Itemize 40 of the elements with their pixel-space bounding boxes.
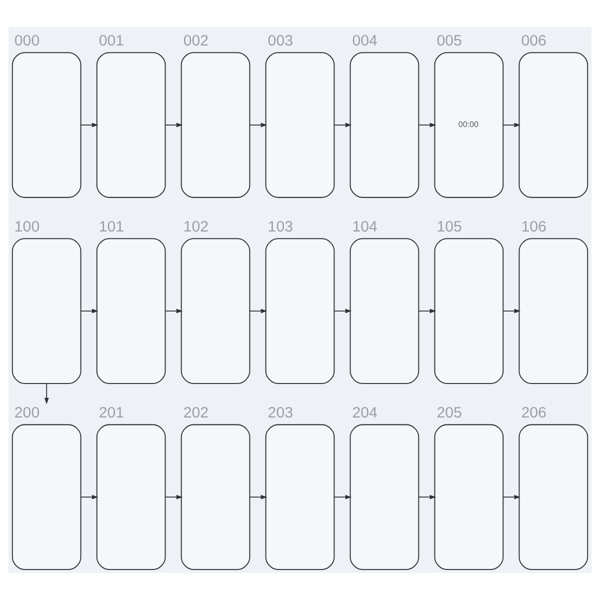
arrow: [502, 494, 521, 500]
arrow: [249, 494, 268, 500]
node-label: 202: [183, 404, 209, 422]
node-label: 205: [436, 404, 462, 422]
node-label: 102: [183, 218, 209, 236]
node-label: 204: [352, 404, 378, 422]
node-label: 000: [14, 32, 40, 50]
arrow: [164, 494, 183, 500]
node-label: 200: [14, 404, 40, 422]
node-label: 104: [352, 218, 378, 236]
node-label: 003: [268, 32, 293, 50]
node-label: 103: [268, 218, 293, 236]
arrow: [334, 122, 352, 128]
arrow: [418, 494, 436, 500]
arrow: [164, 308, 183, 314]
node-label: 001: [98, 32, 124, 50]
arrow: [249, 308, 268, 314]
node-label: 203: [268, 404, 293, 422]
arrow: [334, 494, 352, 500]
node-label: 206: [521, 404, 546, 422]
node-label: 106: [521, 218, 546, 236]
arrow: [249, 122, 268, 128]
arrow: [44, 382, 49, 404]
arrow: [80, 122, 98, 128]
node-label: 201: [98, 404, 124, 422]
arrow: [418, 308, 436, 314]
arrow: [80, 308, 98, 314]
arrow: [334, 308, 352, 314]
node-label: 101: [98, 218, 124, 236]
arrow: [502, 122, 521, 128]
node-label: 006: [521, 32, 546, 50]
node-label: 005: [436, 32, 462, 50]
node-label: 105: [436, 218, 462, 236]
arrow: [418, 122, 436, 128]
node-label: 002: [183, 32, 209, 50]
arrow: [502, 308, 521, 314]
arrow: [80, 494, 98, 500]
arrow: [164, 122, 183, 128]
node-label: 100: [14, 218, 40, 236]
node-label: 004: [352, 32, 378, 50]
